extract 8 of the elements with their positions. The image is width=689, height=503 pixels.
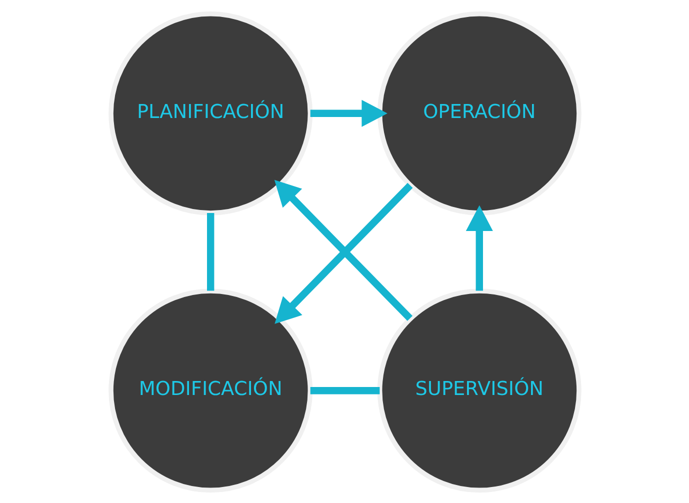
arrow [310,99,387,126]
connector [206,212,214,290]
arrow [465,204,492,290]
node-circle: PLANIFICACIÓN [108,10,312,215]
node-circle: SUPERVISIÓN [376,288,581,492]
node-circle: OPERACIÓN [376,10,581,215]
connector [310,386,380,394]
node-circle: MODIFICACIÓN [108,288,312,492]
